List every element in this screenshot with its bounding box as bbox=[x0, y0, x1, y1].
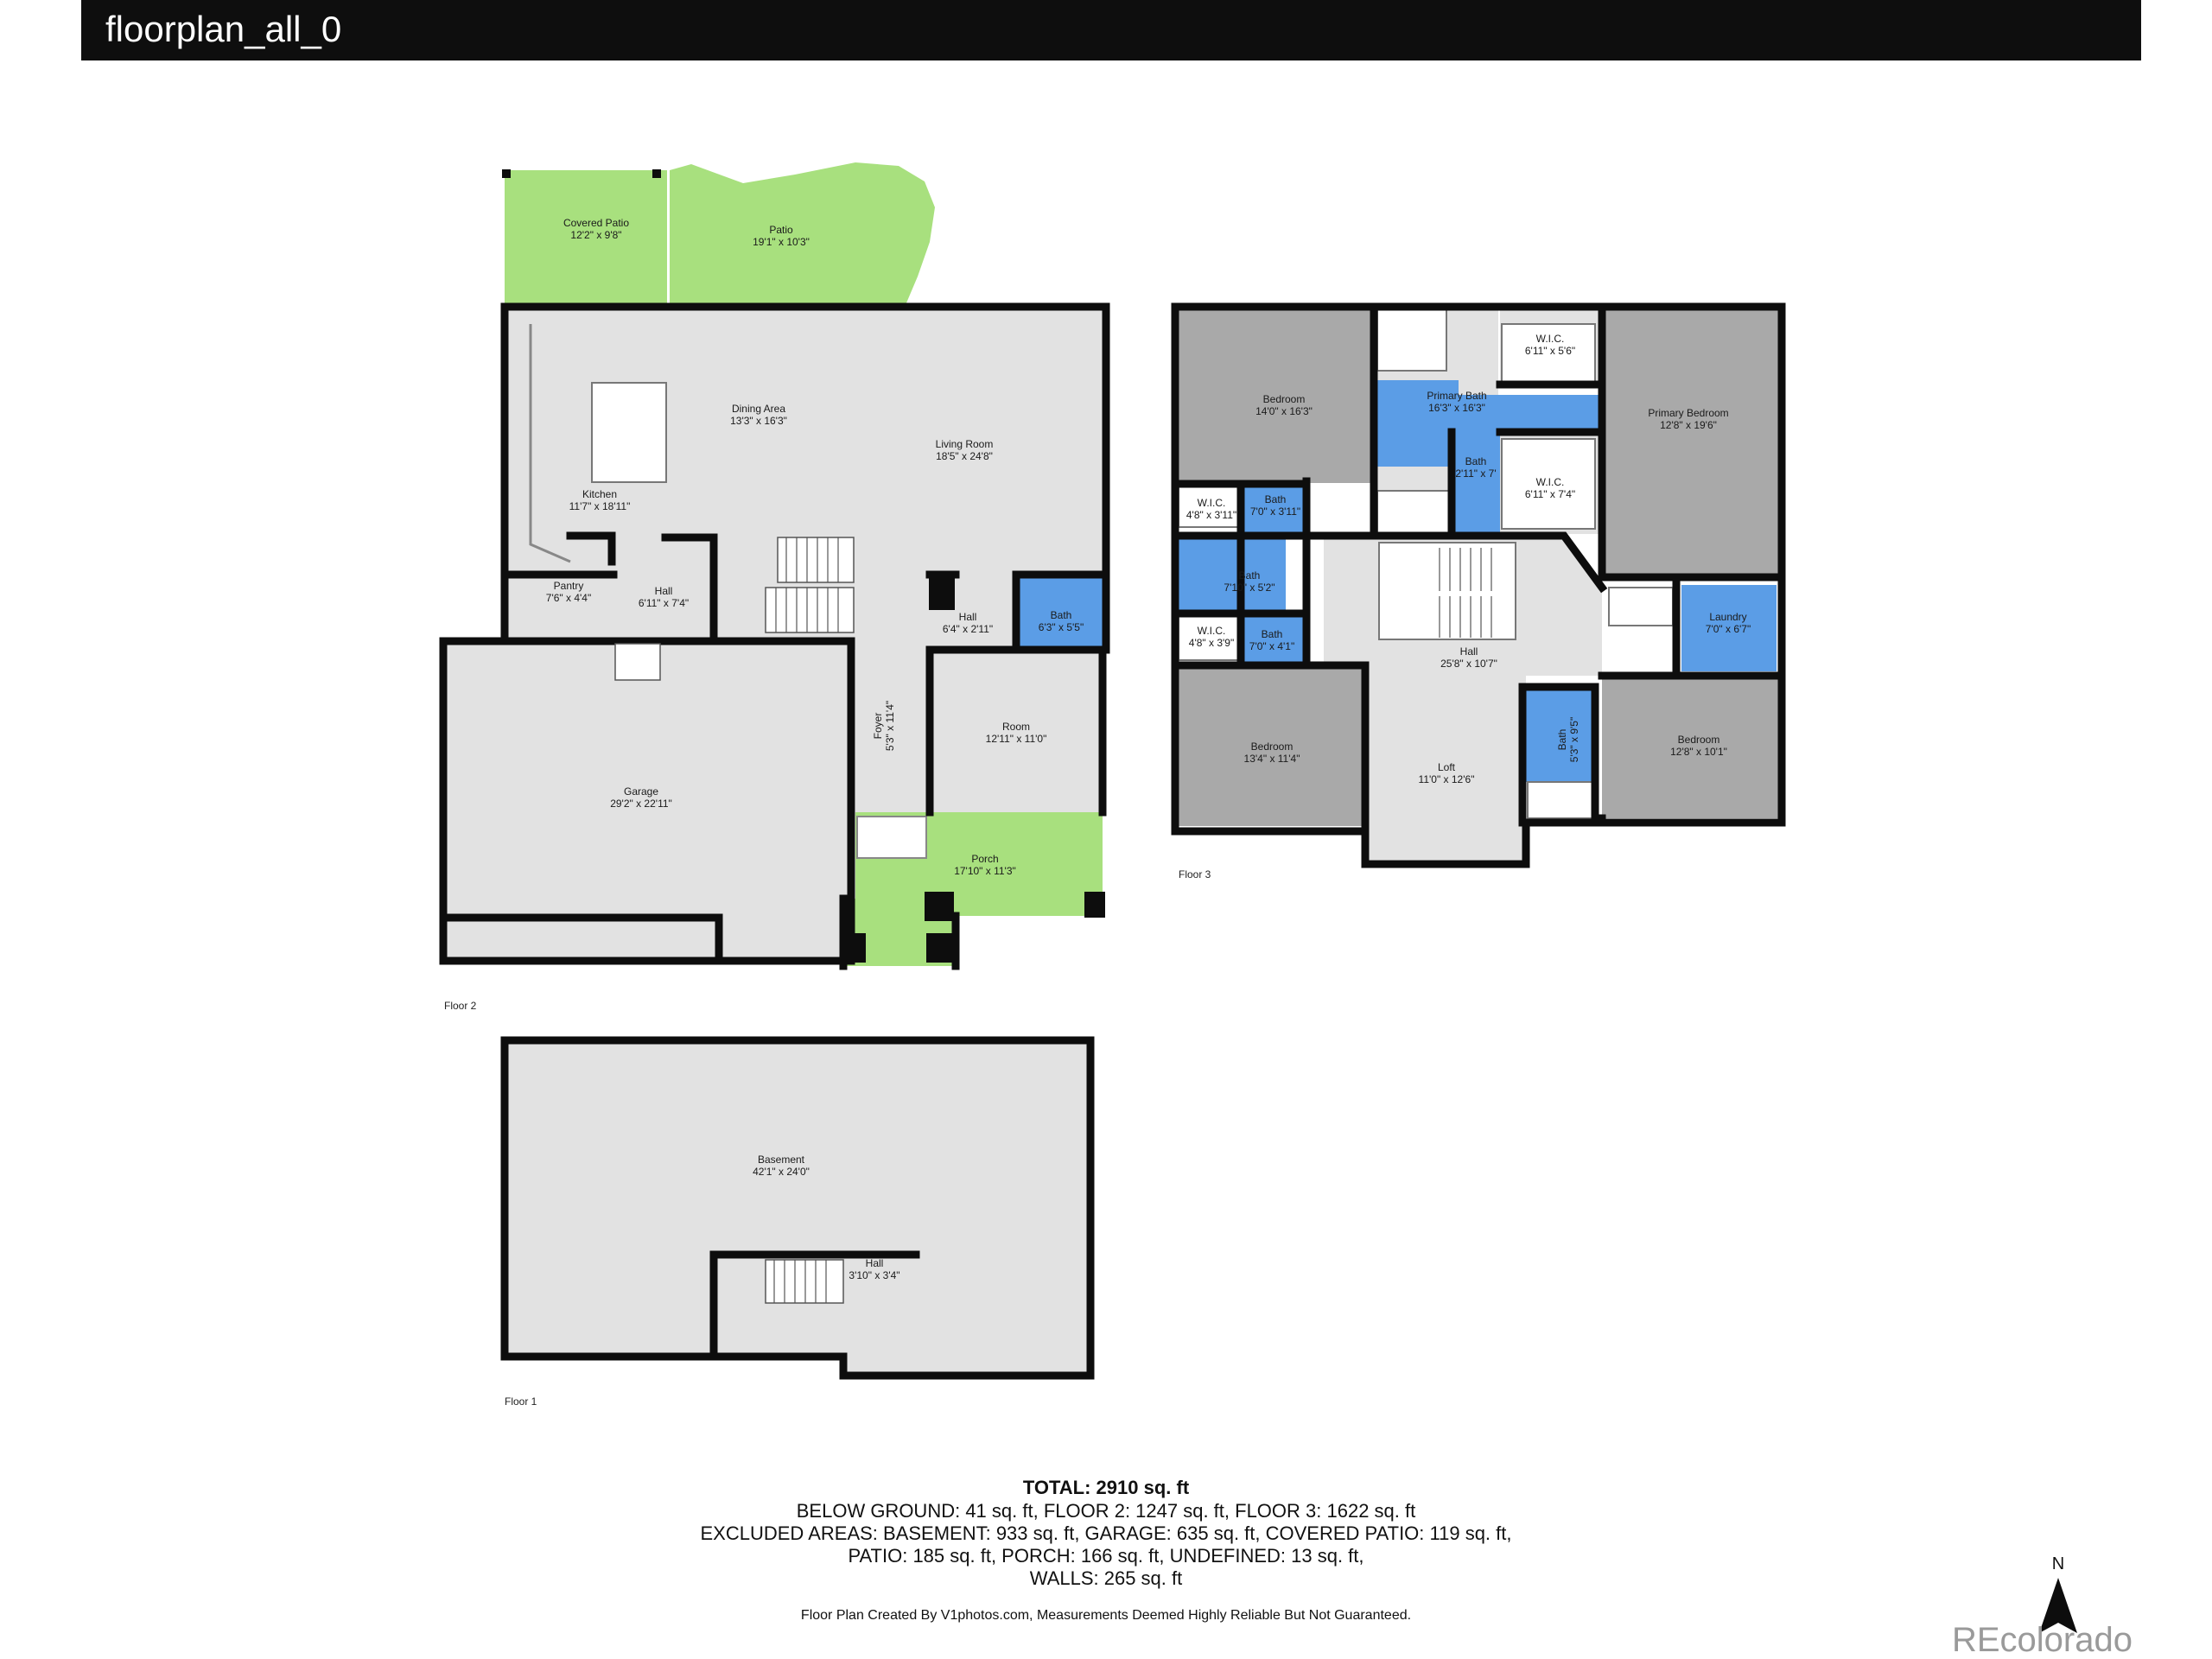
wic-left1-dims: 4'8" x 3'11" bbox=[1186, 509, 1236, 521]
bedroom-sw-label: Bedroom bbox=[1251, 741, 1294, 753]
wic-top-dims: 6'11" x 5'6" bbox=[1525, 345, 1575, 357]
brand-watermark: REcolorado bbox=[1951, 1621, 2133, 1659]
bath-left2-area bbox=[1179, 537, 1286, 610]
floor-2-label: Floor 2 bbox=[444, 1000, 477, 1012]
hall-f2a-label: Hall bbox=[655, 585, 673, 597]
bedroom-nw-area bbox=[1175, 308, 1372, 483]
hall-f2b-dims: 6'4" x 2'11" bbox=[943, 623, 993, 635]
room-f2-label: Room bbox=[1002, 721, 1030, 733]
bedroom-nw-label: Bedroom bbox=[1263, 393, 1306, 405]
bath-left3-dims: 7'0" x 4'1" bbox=[1249, 640, 1294, 652]
dining-area-dims: 13'3" x 16'3" bbox=[730, 415, 787, 427]
dining-area-label: Dining Area bbox=[732, 403, 785, 415]
disclaimer: Floor Plan Created By V1photos.com, Meas… bbox=[800, 1608, 1412, 1623]
area-line-2: EXCLUDED AREAS: BASEMENT: 933 sq. ft, GA… bbox=[700, 1522, 1512, 1544]
garage-area bbox=[443, 641, 851, 961]
bedroom-se-label: Bedroom bbox=[1678, 734, 1720, 746]
basement-dims: 42'1" x 24'0" bbox=[753, 1166, 810, 1178]
bedroom-nw-dims: 14'0" x 16'3" bbox=[1255, 405, 1313, 417]
basement-area bbox=[505, 1040, 1090, 1374]
covered-patio-label: Covered Patio bbox=[563, 217, 629, 229]
bedroom-sw-area bbox=[1175, 665, 1363, 826]
kitchen-dims: 11'7" x 18'11" bbox=[569, 500, 631, 512]
area-line-1: BELOW GROUND: 41 sq. ft, FLOOR 2: 1247 s… bbox=[796, 1500, 1416, 1522]
north-arrow-icon: N bbox=[2039, 1554, 2077, 1633]
room-f2-dims: 12'11" x 11'0" bbox=[986, 733, 1047, 745]
area-summary: TOTAL: 2910 sq. ft BELOW GROUND: 41 sq. … bbox=[0, 1476, 2212, 1624]
loft-label: Loft bbox=[1438, 761, 1456, 773]
bath-f2-dims: 6'3" x 5'5" bbox=[1039, 621, 1084, 633]
area-line-4: WALLS: 265 sq. ft bbox=[1029, 1567, 1183, 1589]
patio-area bbox=[670, 162, 935, 305]
hall-f3-label: Hall bbox=[1460, 645, 1478, 658]
area-line-3: PATIO: 185 sq. ft, PORCH: 166 sq. ft, UN… bbox=[848, 1545, 1364, 1567]
bath-left2-label: Bath bbox=[1239, 569, 1261, 582]
wic-mid-label: W.I.C. bbox=[1536, 476, 1565, 488]
covered-patio-dims: 12'2" x 9'8" bbox=[570, 229, 621, 241]
laundry-area bbox=[1681, 585, 1777, 671]
bath-left2-dims: 7'10" x 5'2" bbox=[1224, 582, 1274, 594]
hall-basement-label: Hall bbox=[866, 1257, 884, 1269]
total-area: TOTAL: 2910 sq. ft bbox=[1022, 1477, 1190, 1498]
garage-label: Garage bbox=[624, 785, 658, 798]
bath-left1-area bbox=[1244, 481, 1306, 533]
bath-left1-dims: 7'0" x 3'11" bbox=[1250, 505, 1300, 518]
bath-f2-area bbox=[1016, 575, 1104, 649]
pantry-dims: 7'6" x 4'4" bbox=[546, 592, 591, 604]
bedroom-sw-dims: 13'4" x 11'4" bbox=[1244, 753, 1300, 765]
primary-bedroom-dims: 12'8" x 19'6" bbox=[1660, 419, 1717, 431]
primary-bath-label: Primary Bath bbox=[1427, 390, 1486, 402]
hall-f2a-dims: 6'11" x 7'4" bbox=[639, 597, 689, 609]
bath-f3-mid-area bbox=[1522, 687, 1595, 782]
bedroom-se-dims: 12'8" x 10'1" bbox=[1670, 746, 1727, 758]
window-title: floorplan_all_0 bbox=[105, 9, 342, 49]
foyer-dims: 5'3" x 11'4" bbox=[884, 701, 896, 751]
hall-basement-dims: 3'10" x 3'4" bbox=[849, 1269, 899, 1281]
bath-f3-mid-dims: 5'3" x 9'5" bbox=[1568, 717, 1580, 762]
porch-label: Porch bbox=[971, 853, 998, 865]
basement-label: Basement bbox=[758, 1154, 805, 1166]
bath-left1-label: Bath bbox=[1265, 493, 1287, 505]
kitchen-label: Kitchen bbox=[582, 488, 617, 500]
primary-bedroom-area bbox=[1602, 308, 1778, 577]
living-room-dims: 18'5" x 24'8" bbox=[936, 450, 993, 462]
pantry-label: Pantry bbox=[554, 580, 584, 592]
floor-3-plan bbox=[1171, 302, 1786, 868]
hall-f2b-label: Hall bbox=[959, 611, 977, 623]
bath-f2-label: Bath bbox=[1051, 609, 1072, 621]
bath-left3-area bbox=[1244, 613, 1306, 664]
primary-bath-area bbox=[1377, 380, 1602, 536]
bath-f3-mid-label: Bath bbox=[1556, 729, 1568, 751]
loft-dims: 11'0" x 12'6" bbox=[1419, 773, 1475, 785]
hall-f3-dims: 25'8" x 10'7" bbox=[1440, 658, 1497, 670]
living-room-label: Living Room bbox=[936, 438, 994, 450]
patio-label: Patio bbox=[769, 224, 793, 236]
wic-left2-label: W.I.C. bbox=[1198, 625, 1226, 637]
laundry-dims: 7'0" x 6'7" bbox=[1706, 623, 1751, 635]
bath-pb-small-label: Bath bbox=[1465, 455, 1487, 467]
bath-pb-small-dims: 2'11" x 7' bbox=[1455, 467, 1496, 480]
wic-left2-dims: 4'8" x 3'9" bbox=[1189, 637, 1234, 649]
floor-1-plan bbox=[500, 1036, 1095, 1380]
floor-1-label: Floor 1 bbox=[505, 1395, 537, 1408]
floor-3-label: Floor 3 bbox=[1179, 868, 1211, 880]
patio-dims: 19'1" x 10'3" bbox=[753, 236, 810, 248]
bedroom-se-area bbox=[1602, 676, 1778, 818]
north-label: N bbox=[2052, 1554, 2064, 1573]
covered-patio-area bbox=[505, 170, 667, 305]
foyer-label: Foyer bbox=[872, 713, 884, 740]
wic-mid-dims: 6'11" x 7'4" bbox=[1525, 488, 1575, 500]
porch-dims: 17'10" x 11'3" bbox=[954, 865, 1016, 877]
primary-bath-dims: 16'3" x 16'3" bbox=[1428, 402, 1485, 414]
title-bar: floorplan_all_0 bbox=[81, 0, 2141, 60]
floor-2-plan bbox=[439, 162, 1110, 970]
bath-left3-label: Bath bbox=[1262, 628, 1283, 640]
wic-top-label: W.I.C. bbox=[1536, 333, 1565, 345]
primary-bedroom-label: Primary Bedroom bbox=[1648, 407, 1728, 419]
laundry-label: Laundry bbox=[1709, 611, 1746, 623]
garage-dims: 29'2" x 22'11" bbox=[610, 798, 672, 810]
wic-left1-label: W.I.C. bbox=[1198, 497, 1226, 509]
